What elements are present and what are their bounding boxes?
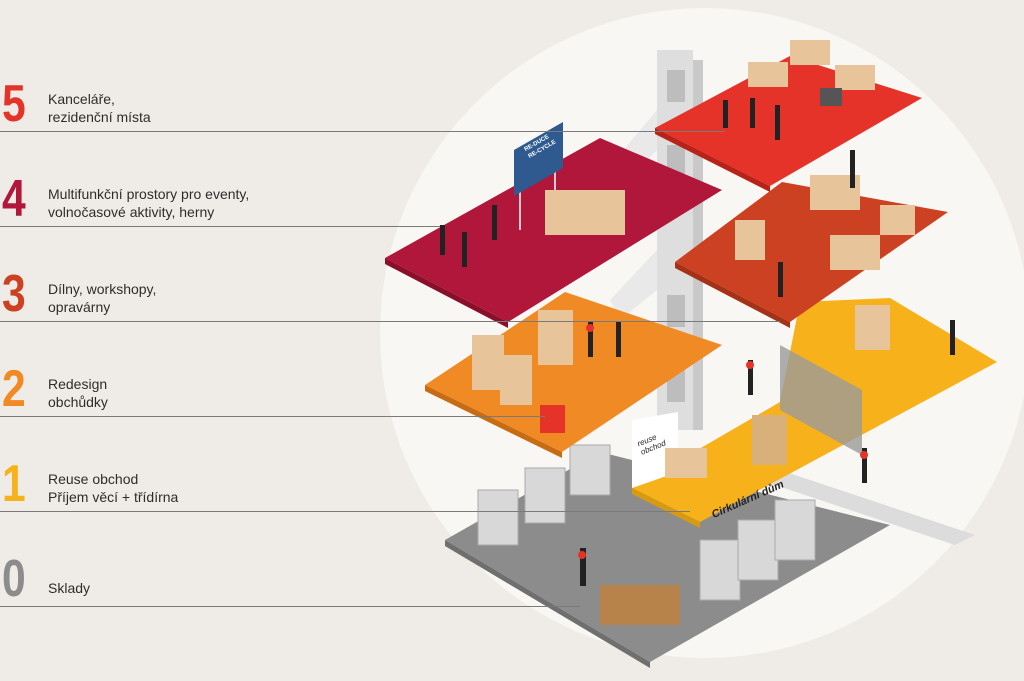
label-line-1: Sklady (48, 580, 91, 596)
label-line-2: obchůdky (48, 394, 108, 410)
floor-2 (425, 292, 722, 452)
label-line-2: rezidenční místa (48, 109, 151, 125)
label-line-2: Příjem věcí + třídírna (48, 489, 179, 505)
label-line-2: opravárny (48, 299, 111, 315)
level-number: 3 (2, 265, 26, 323)
level-label: Sklady (48, 579, 90, 597)
level-label: Multifunkční prostory pro eventy, volnoča… (48, 185, 249, 221)
level-divider (0, 131, 725, 132)
level-divider (0, 416, 545, 417)
level-number: 1 (2, 455, 26, 513)
level-divider (0, 321, 780, 322)
label-line-2: volnočasové aktivity, herny (48, 204, 215, 220)
label-line-1: Multifunkční prostory pro eventy, (48, 186, 250, 202)
level-label: Dílny, workshopy, opravárny (48, 280, 156, 316)
level-number: 4 (2, 170, 26, 228)
label-line-1: Dílny, workshopy, (48, 281, 157, 297)
level-number: 5 (2, 75, 26, 133)
floor-3 (675, 182, 948, 322)
level-number: 0 (2, 550, 26, 608)
level-divider (0, 226, 440, 227)
reuse-sign (514, 122, 563, 196)
level-label: Kanceláře, rezidenční místa (48, 90, 151, 126)
level-divider (0, 511, 690, 512)
level-number: 2 (2, 360, 26, 418)
label-line-1: Redesign (48, 376, 108, 392)
level-label: Redesign obchůdky (48, 375, 108, 411)
label-line-1: Reuse obchod (48, 471, 139, 487)
label-line-1: Kanceláře, (48, 91, 115, 107)
level-divider (0, 606, 580, 607)
